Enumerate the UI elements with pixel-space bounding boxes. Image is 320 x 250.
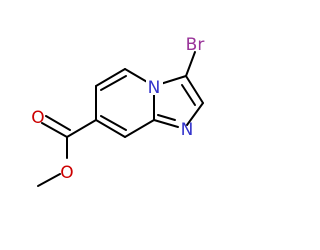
bond-c3-br xyxy=(185,51,196,77)
bond-lines xyxy=(37,51,204,187)
bond-c3-c2 xyxy=(185,75,204,104)
atom-labels: N N Br O O xyxy=(31,35,204,183)
bond-carbonyl-o-double xyxy=(45,115,71,131)
bond-n1-c8a xyxy=(153,119,179,128)
bond-c5-c6-inner xyxy=(100,75,127,91)
bond-c2-n1 xyxy=(186,102,204,126)
molecule-structure: N N Br O O xyxy=(31,35,204,187)
carbonyl-oxygen-label: O xyxy=(31,108,44,128)
bond-c7-c8 xyxy=(95,119,126,138)
bond-c5-c6 xyxy=(95,68,126,87)
bond-c8-c8a xyxy=(124,119,155,138)
ester-oxygen-label: O xyxy=(60,163,73,183)
label-bg-bridge-nitrogen xyxy=(146,80,163,95)
bond-ester-o-methyl xyxy=(37,173,61,187)
bridge-nitrogen-label: N xyxy=(148,78,161,98)
bond-carbonyl-o xyxy=(41,122,68,138)
imidazole-nitrogen-label: N xyxy=(181,120,194,140)
bond-c3-c2-inner xyxy=(181,84,196,106)
bond-n1-c8a-inner xyxy=(157,114,176,121)
bromine-label: Br xyxy=(186,35,205,55)
bond-c7-c8-inner xyxy=(100,115,127,131)
bond-c7-carbonyl xyxy=(66,119,97,138)
